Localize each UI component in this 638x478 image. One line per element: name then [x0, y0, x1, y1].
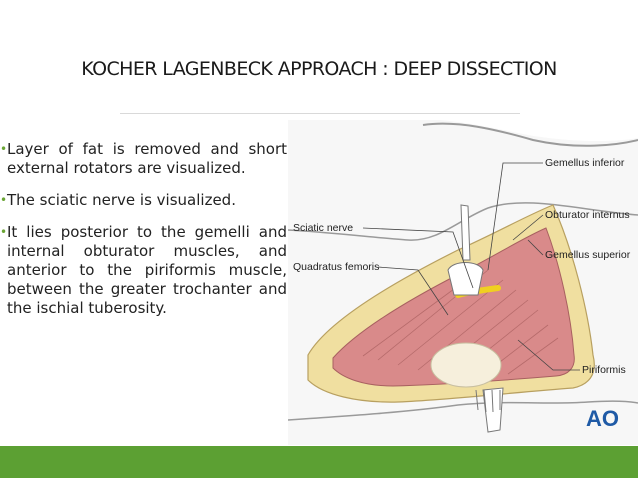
bullet-text: Layer of fat is removed and short extern…	[7, 140, 287, 177]
bullet-item: • It lies posterior to the gemelli and i…	[0, 223, 287, 318]
bullet-marker: •	[0, 142, 8, 156]
bullet-item: • The sciatic nerve is visualized.	[0, 191, 287, 210]
bullet-marker: •	[0, 193, 8, 207]
title-divider	[120, 113, 520, 114]
body-contour-lower	[288, 202, 638, 241]
label-obturator-internus: Obturator internus	[545, 209, 630, 221]
bullet-item: • Layer of fat is removed and short exte…	[0, 140, 287, 178]
label-sciatic-nerve: Sciatic nerve	[293, 222, 353, 234]
label-quadratus-femoris: Quadratus femoris	[293, 261, 379, 273]
label-gemellus-superior: Gemellus superior	[545, 249, 631, 261]
bullet-text: It lies posterior to the gemelli and int…	[7, 223, 287, 317]
bullet-text: The sciatic nerve is visualized.	[7, 191, 236, 209]
greater-trochanter	[430, 342, 502, 388]
footer-bar	[0, 446, 638, 478]
retractor-bottom	[475, 387, 504, 433]
anatomy-illustration: Gemellus inferior Obturator internus Gem…	[288, 120, 638, 445]
ao-logo: AO	[586, 406, 619, 431]
slide-title: KOCHER LAGENBECK APPROACH : DEEP DISSECT…	[81, 58, 557, 80]
skin-contour	[422, 122, 638, 147]
leader-lines	[362, 162, 580, 371]
label-piriformis: Piriformis	[582, 364, 626, 376]
bullet-marker: •	[0, 225, 8, 239]
bullet-list: • Layer of fat is removed and short exte…	[0, 140, 287, 331]
label-gemellus-inferior: Gemellus inferior	[545, 157, 625, 169]
retractor-top	[447, 204, 484, 296]
